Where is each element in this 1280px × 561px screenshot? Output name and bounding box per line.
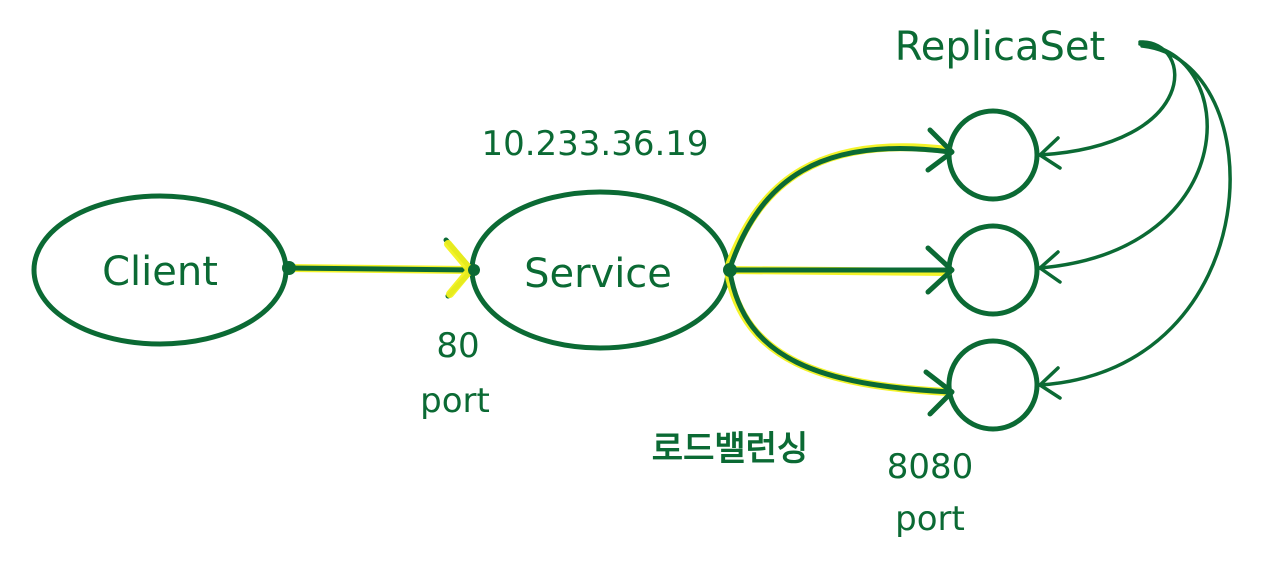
service-to-pod1-arrow — [727, 146, 953, 271]
pod-node-1 — [946, 108, 1040, 202]
service-ip-label: 10.233.36.19 — [481, 124, 708, 164]
replicaset-to-pod2-arrow — [1038, 42, 1209, 270]
client-to-service-arrow — [284, 265, 475, 273]
client-port-dot — [282, 261, 296, 275]
service-to-pod3-arrowhead — [923, 369, 955, 417]
replicaset-to-pod1-arrowhead — [1038, 136, 1062, 170]
service-out-dot — [723, 263, 737, 277]
service-in-dot — [468, 264, 480, 276]
pod-node-3 — [946, 338, 1040, 432]
service-to-pod2-arrowhead — [925, 245, 955, 295]
service-to-pod3-arrow — [727, 269, 953, 395]
service-label: Service — [524, 251, 672, 297]
service-to-pod1-arrowhead — [925, 127, 955, 173]
pod-port-number: 8080 — [887, 447, 974, 487]
replicaset-label: ReplicaSet — [895, 24, 1105, 70]
client-port-number: 80 — [436, 326, 479, 366]
pod-node-2 — [946, 223, 1040, 317]
replicaset-to-pod2-arrowhead — [1038, 250, 1062, 284]
replicaset-to-pod3-arrowhead — [1038, 366, 1062, 400]
pod-port-word: port — [895, 499, 965, 539]
replicaset-to-pod3-arrow — [1038, 44, 1232, 387]
client-port-word: port — [420, 381, 490, 421]
load-balancing-label: 로드밸런싱 — [652, 429, 808, 469]
client-label: Client — [102, 249, 218, 295]
service-to-pod3-highlight — [724, 268, 952, 396]
